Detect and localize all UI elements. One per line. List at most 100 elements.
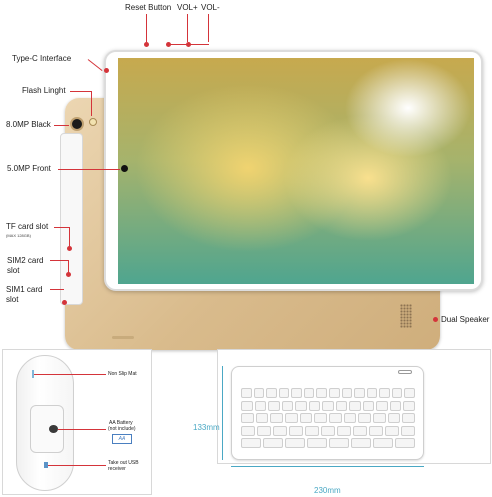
keyboard-key <box>281 400 294 411</box>
keyboard-key <box>305 425 319 436</box>
keyboard-key <box>241 388 252 398</box>
keyboard-key <box>316 388 327 398</box>
speaker-marker <box>433 317 438 322</box>
aa-battery-label: AA Battery <box>109 420 133 426</box>
vol-down-leader <box>208 14 209 42</box>
keyboard-key <box>366 388 378 398</box>
keyboard-key <box>289 425 303 436</box>
vol-down-label: VOL- <box>201 3 220 12</box>
front-camera <box>121 165 128 172</box>
keyboard-key <box>285 438 305 448</box>
battery-leader <box>58 429 106 430</box>
flash-light <box>89 118 97 126</box>
keyboard-key <box>391 388 403 398</box>
flash-label: Flash Linght <box>22 86 66 95</box>
keyboard-key <box>349 400 361 411</box>
rear-camera <box>70 117 84 131</box>
usb-text: Take out USB receiver <box>108 460 139 472</box>
keyboard-key <box>266 388 277 398</box>
speaker-grille <box>400 304 412 328</box>
keyboard-key <box>314 413 327 423</box>
keyboard-key <box>376 400 388 411</box>
sim1-label: SIM1 card slot <box>6 285 51 305</box>
keyboard-key <box>329 413 342 423</box>
keyboard-key <box>295 400 307 411</box>
tablet-screen <box>118 58 474 284</box>
vol-up-marker <box>166 42 171 47</box>
aa-note-label: (not include) <box>108 426 136 432</box>
keyboard-key <box>241 438 261 448</box>
flash-leader <box>70 91 91 92</box>
keyboard-key <box>404 388 415 398</box>
keyboard-key <box>351 438 371 448</box>
sim1-text: SIM1 card slot <box>6 285 43 304</box>
battery-indicator <box>49 425 58 433</box>
vol-up-label: VOL+ <box>177 3 198 12</box>
tf-slot-leader <box>54 227 69 228</box>
keyboard-key <box>241 413 254 423</box>
keyboard-key <box>337 425 351 436</box>
keyboard-key <box>263 438 283 448</box>
keyboard-key <box>369 425 383 436</box>
tf-slot-label: TF card slot <box>6 222 49 231</box>
flash-leader-v <box>91 91 92 116</box>
keyboard-key <box>389 400 402 411</box>
keyboard-keys <box>241 388 417 452</box>
front-camera-leader <box>58 169 120 170</box>
keyboard-key <box>373 413 386 423</box>
non-slip-leader <box>34 374 106 375</box>
sim2-text: SIM2 card slot <box>7 256 44 275</box>
keyboard-key <box>322 400 334 411</box>
sim2-marker <box>66 272 71 277</box>
keyboard-key <box>362 400 375 411</box>
height-dimension-line <box>222 366 223 460</box>
type-c-marker <box>104 68 109 73</box>
sim1-leader <box>50 289 64 290</box>
card-slot-panel <box>60 133 83 305</box>
keyboard-key <box>268 400 280 411</box>
non-slip-pad <box>32 370 34 378</box>
keyboard-key <box>335 400 348 411</box>
usb-label: Take out USB receiver <box>108 460 148 472</box>
width-dimension-label: 230mm <box>314 486 341 495</box>
rear-camera-label: 8.0MP Black <box>6 120 51 129</box>
keyboard-key <box>321 425 335 436</box>
sim2-leader-v <box>68 260 69 274</box>
dual-speaker-label: Dual Speaker <box>441 315 490 324</box>
keyboard-key <box>387 413 401 423</box>
usb-receiver-slot <box>44 462 48 468</box>
reset-marker <box>144 42 149 47</box>
keyboard-key <box>278 388 290 398</box>
keyboard-key <box>403 400 415 411</box>
vol-link <box>169 44 209 45</box>
keyboard-key <box>373 438 393 448</box>
keyboard-key <box>257 425 271 436</box>
tf-slot-marker <box>67 246 72 251</box>
keyboard-key <box>255 413 269 423</box>
sim1-marker <box>62 300 67 305</box>
front-camera-label: 5.0MP Front <box>7 164 51 173</box>
height-dimension-label: 133mm <box>193 423 220 432</box>
tf-slot-leader-v <box>69 227 70 249</box>
keyboard-key <box>308 400 321 411</box>
keyboard-key <box>307 438 327 448</box>
tf-slot-note: (MAX 128GB) <box>6 233 31 238</box>
keyboard-key <box>343 413 357 423</box>
keyboard-key <box>253 388 265 398</box>
keyboard-key <box>401 425 415 436</box>
keyboard-key <box>341 388 353 398</box>
keyboard-key <box>285 413 298 423</box>
keyboard-key <box>270 413 283 423</box>
rear-camera-leader <box>54 125 69 126</box>
type-c-label: Type-C Interface <box>12 54 72 63</box>
battery-icon: AA <box>112 434 132 444</box>
keyboard-key <box>379 388 390 398</box>
sim2-leader <box>50 260 68 261</box>
keyboard-key <box>385 425 399 436</box>
vol-up-leader <box>187 14 188 42</box>
keyboard-key <box>299 413 313 423</box>
keyboard-key <box>329 438 349 448</box>
keyboard-key <box>358 413 371 423</box>
keyboard-key <box>303 388 315 398</box>
reset-button-label: Reset Button <box>125 3 172 12</box>
